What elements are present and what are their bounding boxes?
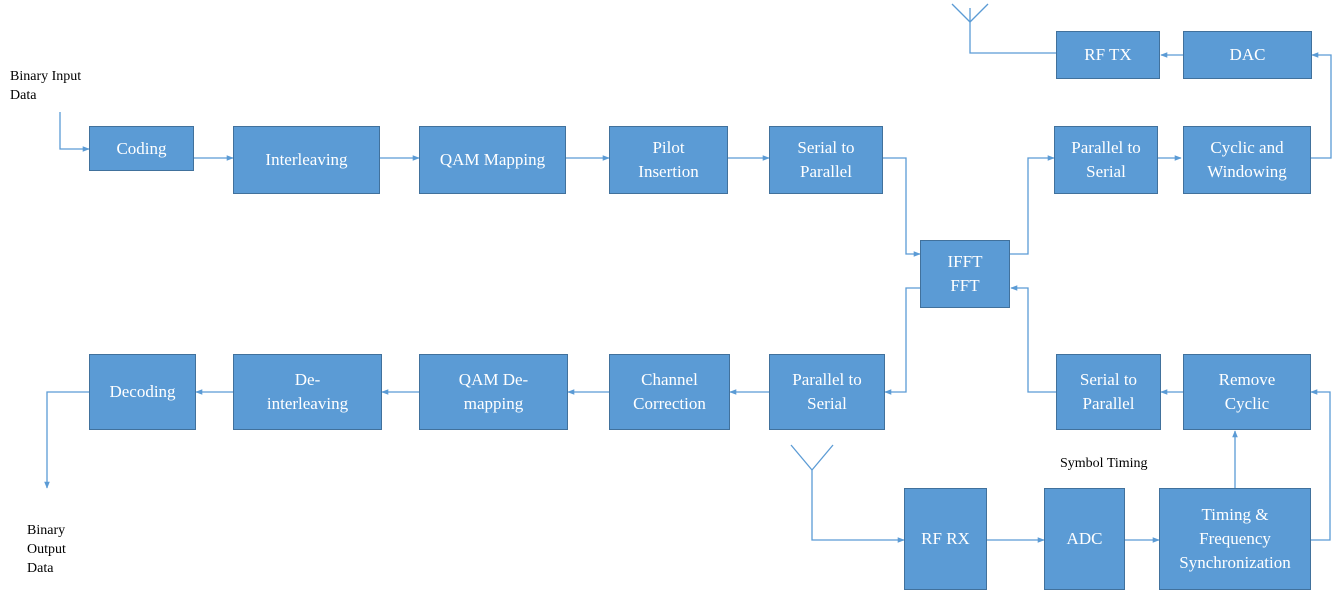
adc-block: ADC [1044, 488, 1125, 590]
binary-output-label: Binary Output Data [27, 523, 66, 576]
ifft-fft-block: IFFT FFT [920, 240, 1010, 308]
cyclic-windowing-block: Cyclic and Windowing [1183, 126, 1311, 194]
qam-mapping-block: QAM Mapping [419, 126, 566, 194]
interleaving-block: Interleaving [233, 126, 380, 194]
fft-to-p2s-arrow [884, 287, 920, 395]
sync-feedback-arrow [1310, 389, 1331, 541]
deinterleaving-block: De- interleaving [233, 354, 382, 430]
pilot-insertion-block: Pilot Insertion [609, 126, 728, 194]
timing-frequency-sync-block: Timing & Frequency Synchronization [1159, 488, 1311, 590]
qam-demapping-block: QAM De- mapping [419, 354, 568, 430]
rf-tx-block: RF TX [1056, 31, 1160, 79]
input-to-coding-arrow [59, 112, 90, 152]
symbol-timing-label: Symbol Timing [1060, 456, 1148, 471]
decoding-to-output-arrow [44, 391, 89, 489]
dac-block: DAC [1183, 31, 1312, 79]
remove-cyclic-block: Remove Cyclic [1183, 354, 1311, 430]
rx-antenna-icon [790, 444, 834, 471]
binary-input-label: Binary Input Data [10, 69, 82, 103]
parallel-to-serial-rx-block: Parallel to Serial [769, 354, 885, 430]
ifft-to-p2s-arrow [1010, 155, 1055, 255]
s2p-to-fft-arrow [1010, 285, 1056, 393]
rx-antenna-to-rfrx-arrow [811, 470, 905, 543]
channel-correction-block: Channel Correction [609, 354, 730, 430]
serial-to-parallel-rx-block: Serial to Parallel [1056, 354, 1161, 430]
s2p-to-ifft-arrow [883, 157, 921, 257]
parallel-to-serial-tx-block: Parallel to Serial [1054, 126, 1158, 194]
decoding-block: Decoding [89, 354, 196, 430]
rf-rx-block: RF RX [904, 488, 987, 590]
rftx-to-antenna-wire [969, 8, 1056, 54]
coding-block: Coding [89, 126, 194, 171]
tx-antenna-icon [951, 3, 989, 23]
cyclic-to-dac-arrow [1311, 52, 1332, 159]
serial-to-parallel-tx-block: Serial to Parallel [769, 126, 883, 194]
